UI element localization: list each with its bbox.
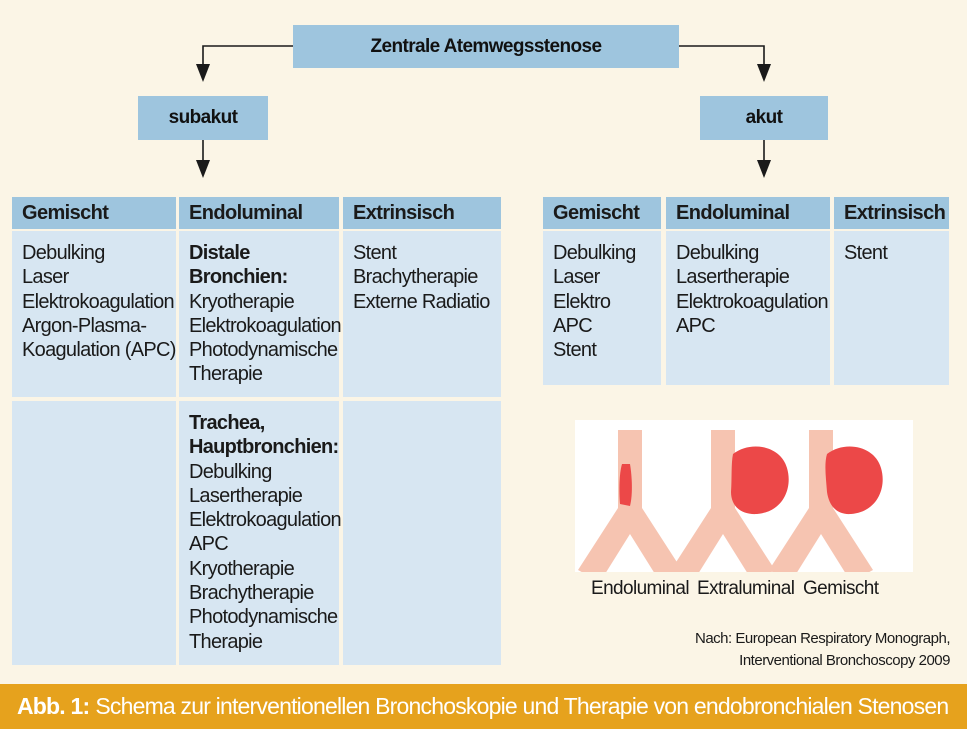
subakut-endoluminal-cell: Distale Bronchien: Kryotherapie Elektrok… xyxy=(179,231,342,397)
list-item: APC xyxy=(189,533,229,556)
list-item: APC xyxy=(676,314,716,337)
subakut-box: subakut xyxy=(138,96,268,140)
title-box: Zentrale Atemwegsstenose xyxy=(293,25,679,68)
tumor-extraluminal xyxy=(731,446,789,515)
list-item: Stent xyxy=(553,339,597,362)
akut-gemischt-cell: Debulking Laser Elektro APC Stent xyxy=(543,231,661,385)
subakut-extrinsisch-cell: Stent Brachytherapie Externe Radiatio xyxy=(343,231,501,397)
list-item: APC xyxy=(553,314,593,337)
subakut-header-extrinsisch: Extrinsisch xyxy=(343,197,501,229)
figure-caption: Abb. 1: Schema zur interventionellen Bro… xyxy=(0,684,967,729)
list-item: Stent xyxy=(353,242,397,264)
section-title: Distale xyxy=(189,242,250,264)
akut-box: akut xyxy=(700,96,828,140)
label-gemischt: Gemischt xyxy=(803,578,879,599)
list-item: Photodynamische xyxy=(189,606,338,629)
list-item: Therapie xyxy=(189,363,263,386)
airway-endoluminal xyxy=(578,430,682,582)
tumor-endoluminal xyxy=(619,464,632,506)
subakut-header-endoluminal: Endoluminal xyxy=(179,197,339,229)
list-item: Kryotherapie xyxy=(189,557,295,580)
akut-header-endoluminal: Endoluminal xyxy=(666,197,830,229)
subakut-gemischt-cell: Debulking Laser Elektrokoagulation Argon… xyxy=(12,231,176,397)
akut-header-extrinsisch: Extrinsisch xyxy=(834,197,949,229)
source-note: Nach: European Respiratory Monograph, In… xyxy=(695,628,951,672)
subakut-endoluminal-cell-2: Trachea, Hauptbronchien: Debulking Laser… xyxy=(179,401,342,665)
airway-extraluminal xyxy=(671,430,789,582)
tumor-gemischt xyxy=(825,446,883,515)
list-item: Lasertherapie xyxy=(189,484,303,507)
akut-extrinsisch-cell: Stent xyxy=(834,231,949,385)
list-item: Elektrokoagulation xyxy=(22,290,175,313)
subakut-gemischt-cell-2 xyxy=(12,401,176,665)
list-item: Therapie xyxy=(189,630,263,653)
airway-gemischt xyxy=(769,430,883,582)
label-endoluminal: Endoluminal xyxy=(591,578,690,599)
caption-label: Abb. 1: xyxy=(17,693,90,719)
subakut-header-gemischt: Gemischt xyxy=(12,197,176,229)
section-title: Trachea, xyxy=(189,412,265,434)
source-line: Interventional Bronchoscopy 2009 xyxy=(739,652,950,669)
list-item: Koagulation (APC) xyxy=(22,339,176,362)
airway-diagram xyxy=(578,430,883,582)
list-item: Laser xyxy=(553,266,600,289)
akut-header-gemischt: Gemischt xyxy=(543,197,661,229)
list-item: Externe Radiatio xyxy=(353,290,490,313)
label-extraluminal: Extraluminal xyxy=(697,578,795,599)
list-item: Brachytherapie xyxy=(353,266,478,289)
stenosis-illustration xyxy=(575,420,913,582)
list-item: Debulking xyxy=(22,242,105,264)
list-item: Elektrokoagulation xyxy=(189,314,342,337)
list-item: Brachytherapie xyxy=(189,582,314,605)
list-item: Lasertherapie xyxy=(676,266,790,289)
list-item: Debulking xyxy=(189,460,272,483)
section-title: Bronchien: xyxy=(189,266,288,289)
list-item: Elektrokoagulation xyxy=(189,509,342,532)
list-item: Debulking xyxy=(553,242,636,264)
caption-text: Schema zur interventionellen Bronchoskop… xyxy=(95,693,949,719)
list-item: Debulking xyxy=(676,242,759,264)
akut-endoluminal-cell: Debulking Lasertherapie Elektrokoagulati… xyxy=(666,231,830,385)
list-item: Elektrokoagulation xyxy=(676,290,829,313)
source-line: Nach: European Respiratory Monograph, xyxy=(695,630,951,647)
list-item: Kryotherapie xyxy=(189,290,295,313)
subakut-extrinsisch-cell-2 xyxy=(343,401,501,665)
list-item: Elektro xyxy=(553,290,611,313)
list-item: Stent xyxy=(844,242,888,264)
section-title: Hauptbronchien: xyxy=(189,436,339,459)
list-item: Argon-Plasma- xyxy=(22,314,147,337)
list-item: Photodynamische xyxy=(189,339,338,362)
list-item: Laser xyxy=(22,266,69,289)
